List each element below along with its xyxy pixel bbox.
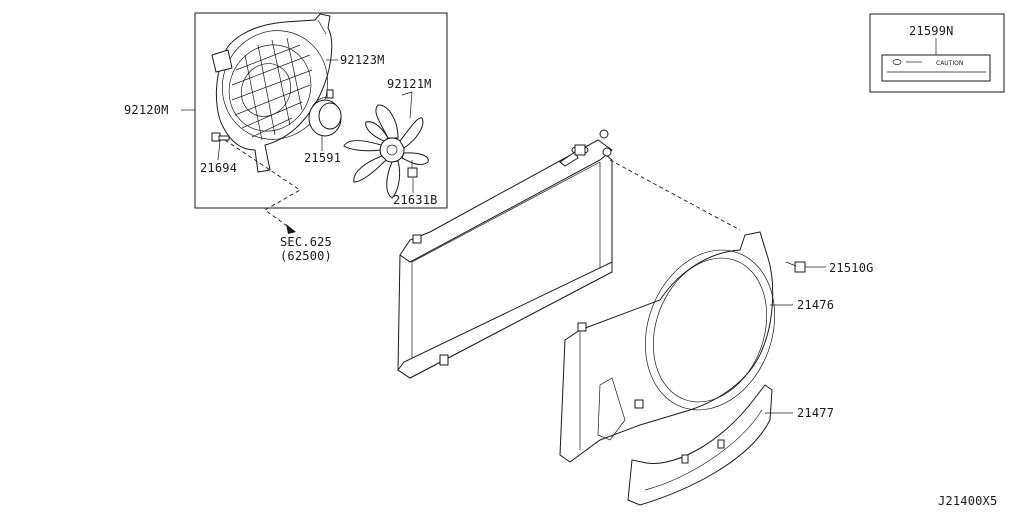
label-fan-blade: 92121M [387,77,432,91]
leader-lines-assembly [181,59,414,193]
fan-shroud-drawing [211,13,333,173]
shroud-lower-drawing [627,384,773,506]
label-caution: 21599N [909,24,954,38]
nut-drawing [407,160,418,178]
arrow-icon [286,224,296,234]
label-clip: 21510G [829,261,874,275]
fan-assembly-frame [194,12,448,209]
label-nut: 21631B [393,193,438,207]
label-section-sub: (62500) [280,249,332,263]
label-section-ref: SEC.625 [280,235,332,249]
leader-radiator-clip [609,159,741,231]
radiator-drawing [397,129,613,379]
fan-blade-drawing [343,104,429,199]
caution-icon [892,59,902,65]
label-shroud-lower: 21477 [797,406,834,420]
caution-label-plate [881,54,991,82]
caution-text: CAUTION [936,60,963,67]
label-bolt: 21694 [200,161,237,175]
label-fan-assembly: 92120M [124,103,169,117]
leader-sec-ref [224,139,301,229]
label-fan-shroud-motor: 92123M [340,53,385,67]
label-motor: 21591 [304,151,341,165]
leader-lines-right [765,266,826,414]
label-shroud-upper: 21476 [797,298,834,312]
caution-label-frame [869,13,1005,93]
bolt-drawing [211,132,230,142]
fan-motor-drawing [308,89,342,137]
shroud-upper-drawing [559,231,776,463]
diagram-id: J21400X5 [938,494,997,508]
clip-drawing [785,261,806,273]
